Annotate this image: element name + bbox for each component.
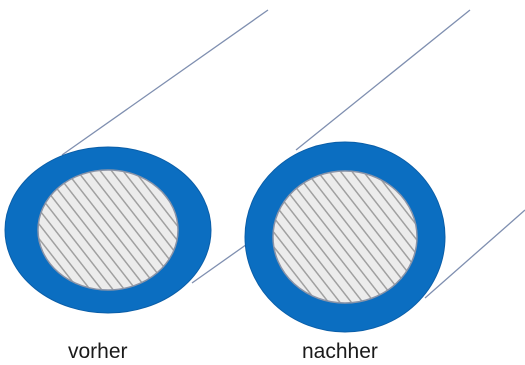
cable-before xyxy=(4,9,269,314)
cable-after-conductor xyxy=(272,170,418,304)
cable-before-conductor xyxy=(37,169,179,291)
cable-before-bottom-edge xyxy=(191,241,251,284)
cable-after-bottom-edge xyxy=(424,209,525,299)
label-before: vorher xyxy=(68,340,128,363)
cable-before-top-edge xyxy=(61,9,269,156)
cable-after xyxy=(244,9,525,333)
cable-after-top-edge xyxy=(295,9,471,151)
label-after: nachher xyxy=(302,340,378,363)
